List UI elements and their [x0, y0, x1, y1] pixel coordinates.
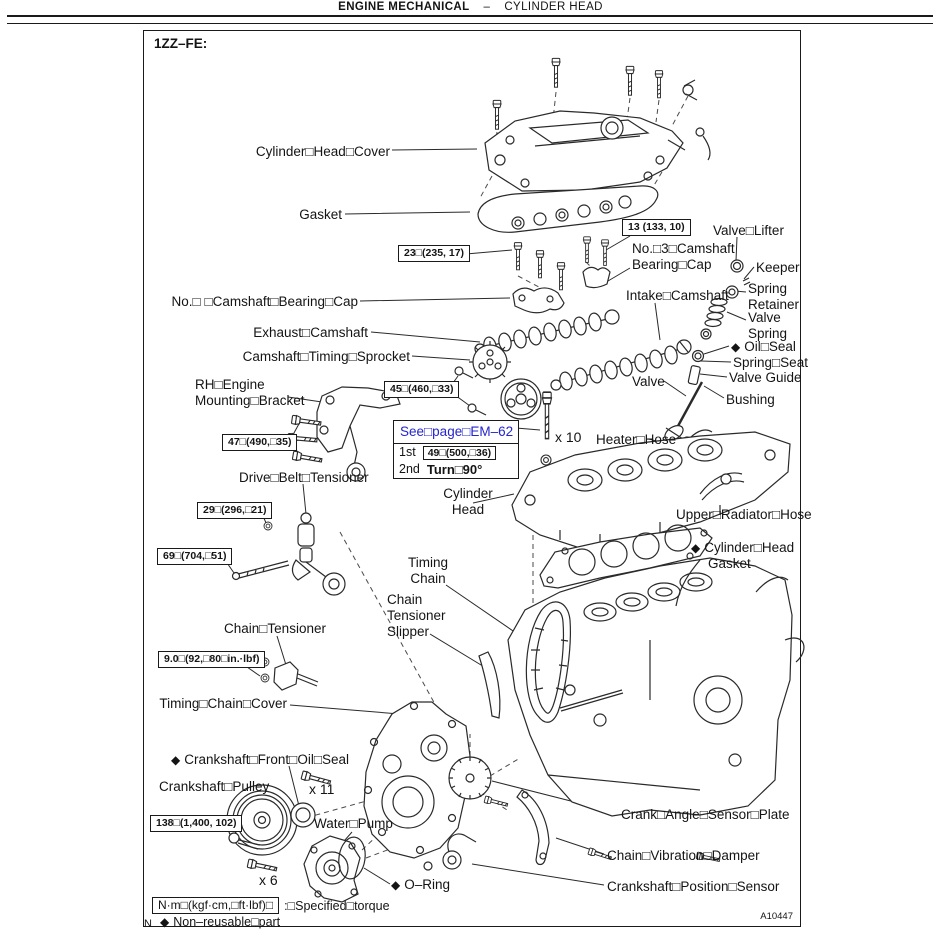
label-keeper: Keeper	[756, 260, 800, 275]
header-rule-top	[7, 15, 933, 17]
cylinder-head-art	[511, 431, 791, 549]
cylinder-head-cover-art	[484, 110, 686, 192]
head-bolt-torque-callout: See□page□EM–62 1st 49□(500,□36) 2nd Turn…	[393, 420, 519, 479]
torque-box-cap-bolts: 13 (133, 10)	[622, 219, 691, 236]
valve-cover-bolts	[492, 57, 711, 161]
page-letter: N	[144, 918, 152, 930]
mounting-stud-art	[231, 560, 290, 581]
cover-gasket-art	[477, 185, 659, 233]
label-cylinder-head-gasket: ◆Cylinder□Head Gasket	[691, 540, 795, 571]
torque-unit-box: N·m□(kgf·cm,□ft·lbf)□	[152, 897, 280, 914]
label-gasket: Gasket	[299, 207, 342, 222]
label-chain-tensioner: Chain□Tensioner	[224, 621, 326, 636]
see-page-link[interactable]: See□page□EM–62	[394, 421, 518, 444]
non-reusable-legend: ◆Non–reusable□part	[160, 915, 281, 929]
label-heater-hose: Heater□Hose	[596, 432, 677, 447]
label-spring-seat: Spring□Seat	[733, 355, 808, 370]
chain-vibration-damper-art	[516, 789, 550, 866]
second-step-torque: Turn□90°	[426, 462, 483, 477]
cylinder-head-gasket-art	[539, 524, 713, 589]
label-no1-camshaft-bearing-cap: No.□ □Camshaft□Bearing□Cap	[171, 294, 358, 309]
crankshaft-position-sensor-art	[423, 833, 477, 871]
count-cover-bolts: x 11	[309, 781, 335, 797]
figure-border	[143, 30, 801, 927]
label-timing-chain-cover: Timing□Chain□Cover	[159, 696, 287, 711]
label-exhaust-camshaft: Exhaust□Camshaft	[253, 325, 368, 340]
label-drive-belt-tensioner: Drive□Belt□Tensioner	[239, 470, 369, 485]
label-cylinder-head-cover: Cylinder□Head□Cover	[255, 144, 390, 159]
label-intake-camshaft: Intake□Camshaft	[626, 288, 729, 303]
crankshaft-pulley-art	[226, 784, 316, 856]
header-subsection: CYLINDER HEAD	[504, 1, 603, 13]
water-pump-art	[303, 835, 361, 903]
first-step-torque: 49□(500,□36)	[422, 445, 497, 460]
label-crankshaft-pulley: Crankshaft□Pulley	[159, 779, 270, 794]
head-bolt-art	[540, 391, 553, 466]
figure-id: A10447	[760, 911, 793, 922]
label-valve: Valve	[632, 374, 665, 389]
valve-train-art	[664, 259, 751, 441]
label-crankshaft-front-oil-seal: ◆Crankshaft□Front□Oil□Seal	[171, 752, 350, 767]
crank-angle-sensor-plate-art	[448, 756, 492, 800]
timing-chain-cover-art	[363, 701, 471, 859]
header-separator: –	[483, 1, 491, 13]
torque-box-bracket: 47□(490,□35)	[222, 434, 298, 451]
label-oil-seal: ◆Oil□Seal	[731, 339, 796, 354]
torque-box-tensioner: 29□(296,□21)	[197, 502, 273, 519]
header-rule-bottom	[7, 23, 933, 24]
chain-tensioner-art	[260, 657, 319, 691]
camshaft-timing-sprocket-art	[454, 341, 542, 420]
upper-radiator-hose-art	[699, 472, 745, 501]
rh-engine-mounting-bracket-art	[287, 386, 401, 482]
second-step-label: 2nd	[399, 462, 420, 476]
intake-camshaft-art	[550, 339, 692, 391]
label-bushing: Bushing	[726, 392, 775, 407]
label-o-ring: ◆O–Ring	[391, 877, 451, 892]
non-reusable-icon: ◆	[160, 915, 170, 929]
o-ring-art	[338, 836, 366, 880]
timing-chain-art	[525, 601, 624, 723]
label-chain-vibration-damper: Chain□Vibration□Damper	[607, 848, 760, 863]
header-section: ENGINE MECHANICAL	[338, 1, 470, 13]
non-reusable-icon: ◆	[691, 541, 701, 555]
first-step-row: 1st 49□(500,□36)	[394, 444, 518, 461]
torque-legend: N·m□(kgf·cm,□ft·lbf)□ :□Specified□torque	[152, 897, 390, 914]
label-upper-radiator-hose: Upper□Radiator□Hose	[676, 507, 812, 522]
label-crank-angle-sensor-plate: Crank□Angle□Sensor□Plate	[621, 807, 790, 822]
camshaft-bearing-caps-art	[512, 266, 611, 314]
label-water-pump: Water□Pump	[314, 816, 393, 831]
chain-tensioner-slipper-art	[478, 651, 501, 719]
torque-box-crank-pulley: 138□(1,400, 102)	[150, 815, 243, 832]
torque-box-sprocket: 45□(460,□33)	[384, 381, 460, 398]
non-reusable-icon: ◆	[391, 878, 401, 892]
engine-code: 1ZZ–FE:	[154, 36, 208, 51]
torque-spec-text: :□Specified□torque	[284, 898, 390, 913]
label-camshaft-timing-sprocket: Camshaft□Timing□Sprocket	[242, 349, 410, 364]
count-water-pump-bolts: x 6	[259, 872, 278, 888]
page-header: ENGINE MECHANICAL – CYLINDER HEAD	[0, 1, 941, 13]
count-head-bolts: x 10	[555, 429, 582, 445]
first-step-label: 1st	[399, 445, 416, 459]
second-step-row: 2nd Turn□90°	[394, 461, 518, 478]
drive-belt-tensioner-art	[263, 512, 346, 596]
label-crankshaft-position-sensor: Crankshaft□Position□Sensor	[607, 879, 780, 894]
label-valve-lifter: Valve□Lifter	[713, 223, 784, 238]
label-valve-guide: Valve Guide	[729, 370, 802, 385]
torque-box-chain-tensioner: 9.0□(92,□80□in.·lbf)	[158, 651, 266, 668]
non-reusable-icon: ◆	[731, 340, 741, 354]
non-reusable-icon: ◆	[171, 753, 181, 767]
engine-block-art	[507, 557, 805, 817]
torque-box-cover-bolts: 23□(235, 17)	[398, 245, 471, 262]
torque-box-stud: 69□(704,□51)	[157, 548, 233, 565]
